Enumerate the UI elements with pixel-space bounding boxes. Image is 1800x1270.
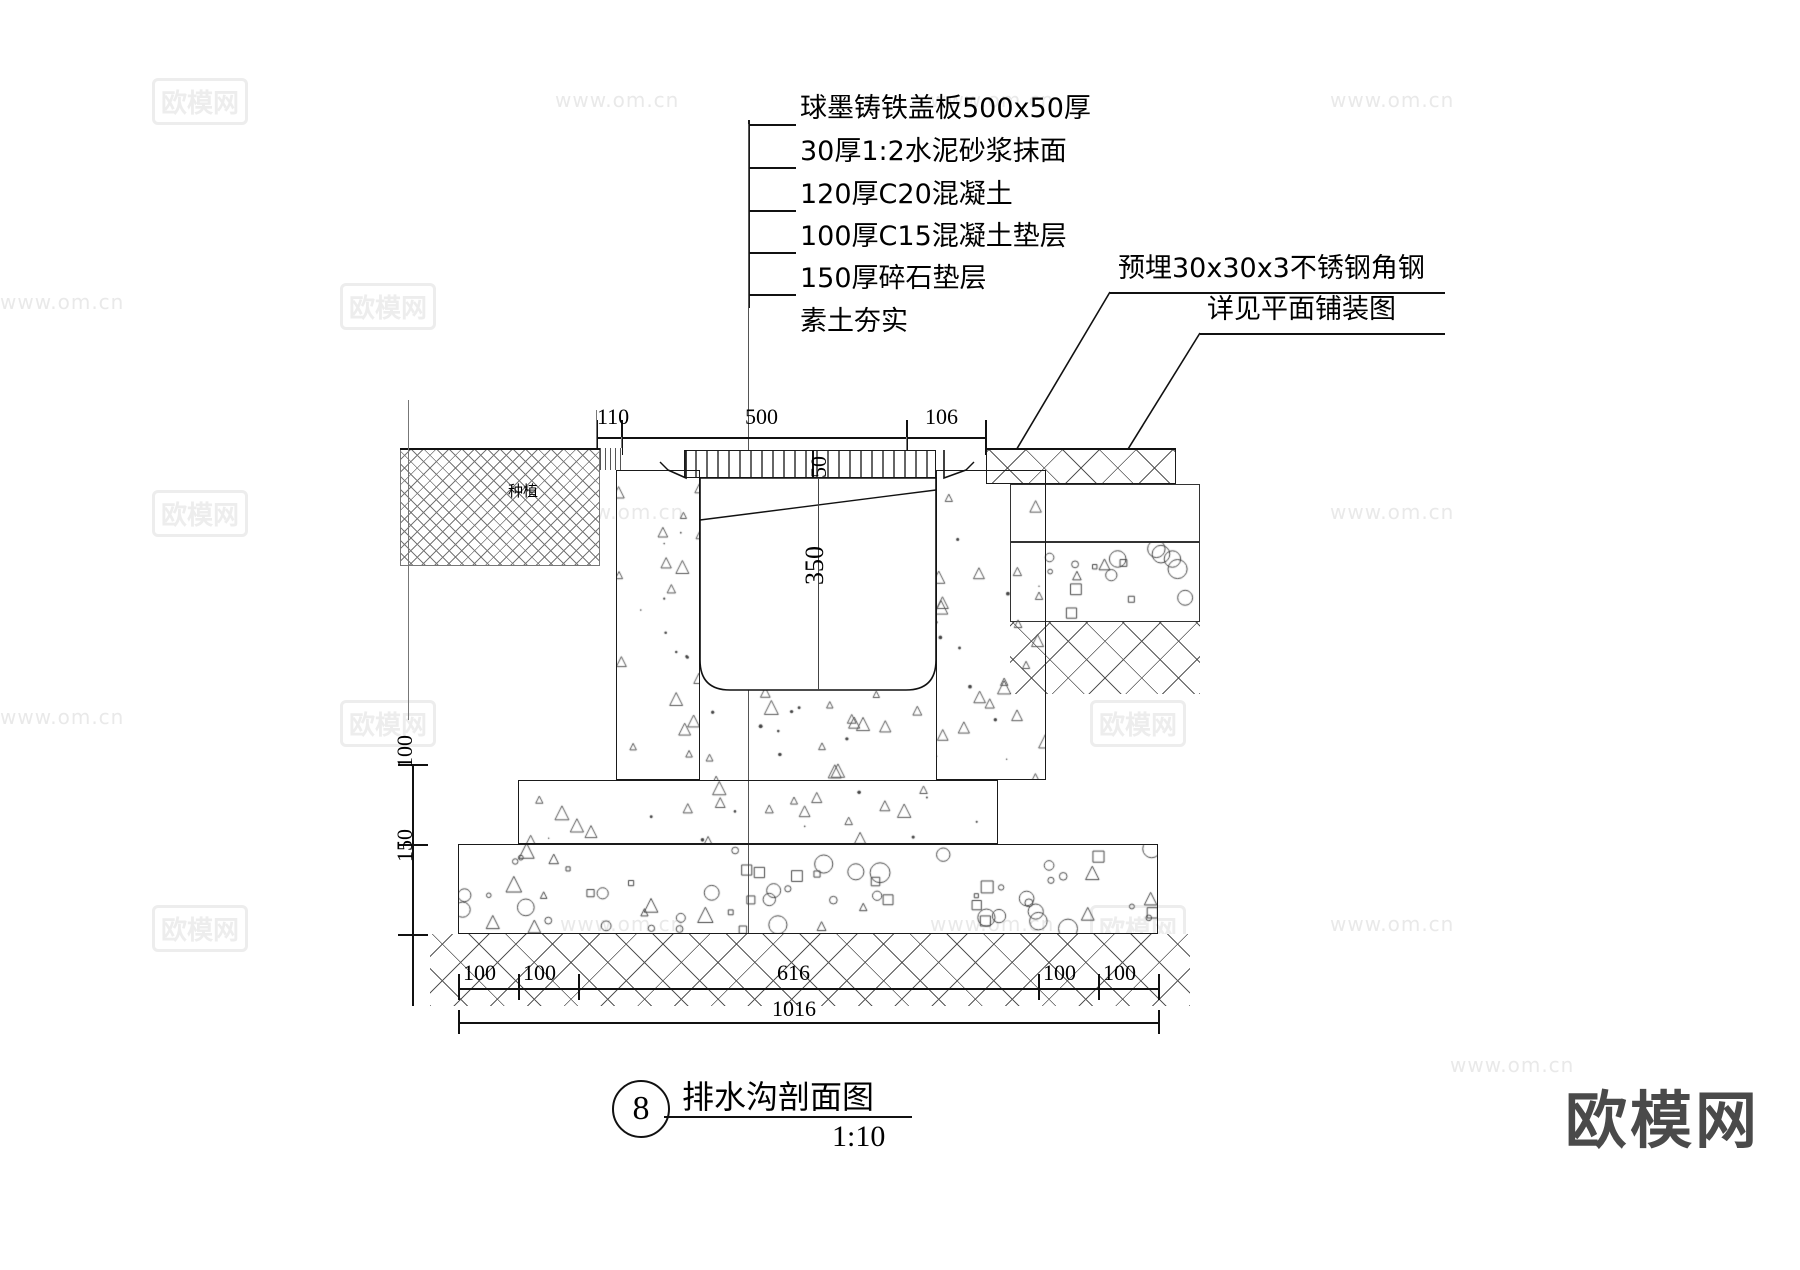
dim-350-wrapper: 350: [800, 546, 839, 615]
dim-tick: [621, 420, 623, 455]
right-note-underline: [1110, 292, 1445, 294]
dim-line-cover: [812, 450, 814, 478]
overall-dim-line: [458, 1022, 1158, 1024]
dim-tick: [1158, 974, 1160, 1000]
leader-stub: [748, 252, 796, 254]
ground-line-right: [986, 448, 1176, 450]
gravel-cushion-outline: [458, 844, 1158, 934]
channel-wall-right-hatch: [936, 470, 1046, 780]
drawing-title: 排水沟剖面图: [682, 1078, 875, 1116]
watermark-badge: 欧模网: [340, 283, 437, 330]
dim-tick: [458, 974, 460, 1000]
watermark-badge: 欧模网: [152, 78, 249, 125]
dim-350: 350: [800, 546, 829, 585]
leader-stub: [748, 294, 796, 296]
watermark-url: www.om.cn: [1450, 1053, 1575, 1077]
watermark-url: www.om.cn: [930, 88, 1055, 112]
watermark-url: www.om.cn: [1330, 912, 1455, 936]
watermark-url: www.om.cn: [1330, 88, 1455, 112]
leader-spine: [748, 120, 750, 308]
watermark-url: www.om.cn: [0, 290, 125, 314]
leader-note-mortar: 30厚1:2水泥砂浆抹面: [800, 136, 1067, 167]
detail-number: 8: [632, 1090, 650, 1127]
planting-outline: [400, 448, 600, 566]
cover-plate-hatch: [684, 450, 936, 478]
channel-wall-right-outline: [936, 470, 1046, 780]
left-dim-150-wrapper: 150: [392, 829, 425, 888]
leader-note-cover-plate: 球墨铸铁盖板500x50厚: [800, 93, 1091, 124]
left-dim-150: 150: [392, 829, 417, 862]
top-dim-106: 106: [925, 404, 958, 429]
bottom-dim-100-c: 100: [1043, 960, 1076, 985]
dim-tick: [398, 844, 428, 846]
left-dim-100: 100: [392, 735, 417, 768]
top-dim-line: [596, 437, 986, 439]
right-note-embedded-angle: 预埋30x30x3不锈钢角钢: [1118, 253, 1425, 284]
channel-wall-left-hatch: [616, 470, 700, 780]
mortar-layer-left: [600, 448, 622, 470]
channel-wall-left-outline: [616, 470, 700, 780]
right-note-paving-ref: 详见平面铺装图: [1207, 294, 1396, 325]
dim-line-depth: [818, 478, 819, 690]
channel-base-hatch: [700, 690, 936, 780]
planting-label: 种植: [508, 482, 539, 500]
dim-tick: [518, 974, 520, 1000]
watermark-badge: 欧模网: [152, 490, 249, 537]
planting-hatch-area: [400, 448, 600, 566]
dim-ext-line: [596, 410, 597, 450]
bottom-dim-100-d: 100: [1103, 960, 1136, 985]
dim-tick: [398, 764, 428, 766]
detail-number-bubble: 8: [612, 1080, 670, 1138]
top-dim-110: 110: [597, 404, 630, 429]
leader-note-gravel: 150厚碎石垫层: [800, 263, 987, 294]
watermark-url: www.om.cn: [0, 705, 125, 729]
dim-tick: [578, 974, 580, 1000]
c15-cushion-outline: [518, 780, 998, 844]
right-note-underline: [1200, 333, 1445, 335]
watermark-url: www.om.cn: [1330, 500, 1455, 524]
dim-tick: [458, 1010, 460, 1034]
ground-line-left: [400, 448, 600, 450]
left-dim-100-wrapper: 100: [392, 735, 425, 794]
watermark-url: www.om.cn: [555, 88, 680, 112]
title-underline: [664, 1116, 912, 1118]
bottom-dim-100-b: 100: [523, 960, 556, 985]
watermark-badge: 欧模网: [1090, 700, 1187, 747]
leader-stub: [748, 167, 796, 169]
leader-stub: [748, 210, 796, 212]
bottom-dim-line: [458, 988, 1158, 990]
leader-note-c15-cushion: 100厚C15混凝土垫层: [800, 221, 1067, 252]
bottom-dim-616: 616: [777, 960, 810, 985]
c15-cushion-hatch: [518, 780, 998, 844]
dim-tick: [985, 420, 987, 455]
leader-note-compacted-soil: 素土夯实: [800, 306, 908, 337]
dim-tick: [906, 420, 908, 455]
dim-tick: [1098, 974, 1100, 1000]
leader-note-c20-concrete: 120厚C20混凝土: [800, 179, 1013, 210]
compacted-soil-hatch: [430, 934, 1190, 1006]
watermark-badge: 欧模网: [340, 700, 437, 747]
dim-tick: [1038, 974, 1040, 1000]
watermark-badge: 欧模网: [152, 905, 249, 952]
left-ext-line: [408, 400, 409, 720]
dim-50: 50: [806, 456, 831, 478]
leader-stub: [748, 124, 796, 126]
bottom-dim-100-a: 100: [463, 960, 496, 985]
drawing-scale: 1:10: [832, 1120, 886, 1153]
overall-dim-1016: 1016: [772, 996, 816, 1021]
gravel-cushion-hatch: [458, 844, 1158, 934]
dim-tick: [596, 420, 598, 455]
top-dim-500: 500: [745, 404, 778, 429]
dim-tick: [1158, 1010, 1160, 1034]
site-logo: 欧模网: [1564, 1084, 1760, 1157]
left-dim-line: [412, 764, 414, 1006]
paving-surface-hatch: [986, 448, 1176, 484]
dim-tick: [398, 934, 428, 936]
